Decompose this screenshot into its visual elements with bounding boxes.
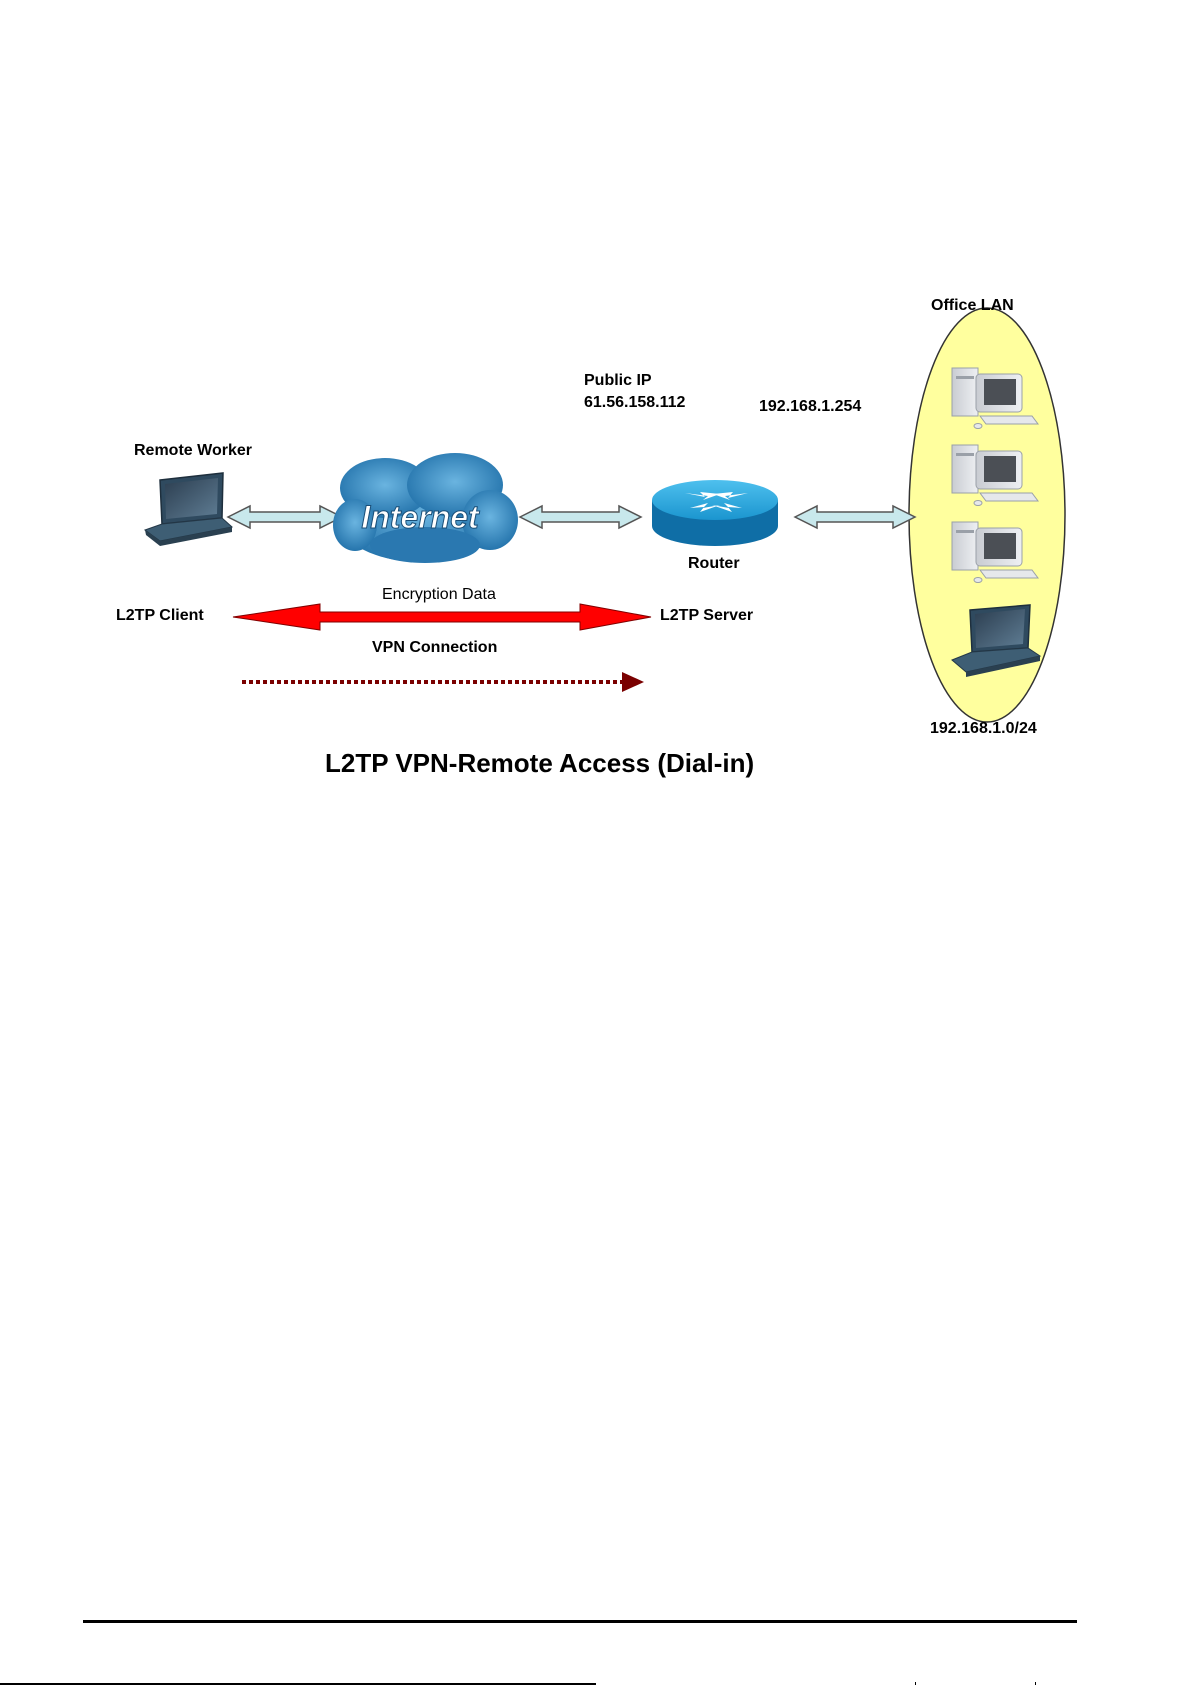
office-lan-label: Office LAN (931, 297, 1014, 314)
link-arrow-internet-router (518, 504, 643, 530)
diagram-title: L2TP VPN-Remote Access (Dial-in) (325, 748, 755, 778)
public-ip-value: 61.56.158.112 (584, 394, 686, 411)
lan-ip-value: 192.168.1.254 (759, 398, 862, 415)
encryption-data-label: Encryption Data (382, 586, 496, 603)
l2tp-server-label: L2TP Server (660, 607, 754, 624)
vpn-connection-label: VPN Connection (372, 639, 498, 656)
footer-divider (83, 1620, 1077, 1623)
vpn-connection-arrow (242, 672, 644, 692)
router-icon (652, 480, 778, 546)
office-subnet-label: 192.168.1.0/24 (930, 720, 1037, 737)
page-bottom-tick (1035, 1682, 1036, 1685)
router-label: Router (688, 555, 740, 572)
internet-label: Internet (361, 499, 480, 535)
office-desktop-pc-icon (951, 521, 1039, 583)
remote-worker-label: Remote Worker (134, 442, 252, 459)
internet-cloud-icon: Internet (333, 453, 518, 563)
link-arrow-laptop-internet (226, 504, 344, 530)
link-arrow-router-lan (793, 504, 917, 530)
office-desktop-pc-icon (951, 444, 1039, 506)
encryption-tunnel-arrow (232, 603, 652, 631)
office-laptop-icon (951, 604, 1042, 677)
page-bottom-rule (0, 1683, 596, 1685)
office-desktop-pc-icon (951, 367, 1039, 429)
l2tp-client-label: L2TP Client (116, 607, 204, 624)
page-bottom-tick (915, 1682, 916, 1685)
public-ip-label: Public IP (584, 372, 652, 389)
remote-laptop-icon (143, 472, 234, 546)
